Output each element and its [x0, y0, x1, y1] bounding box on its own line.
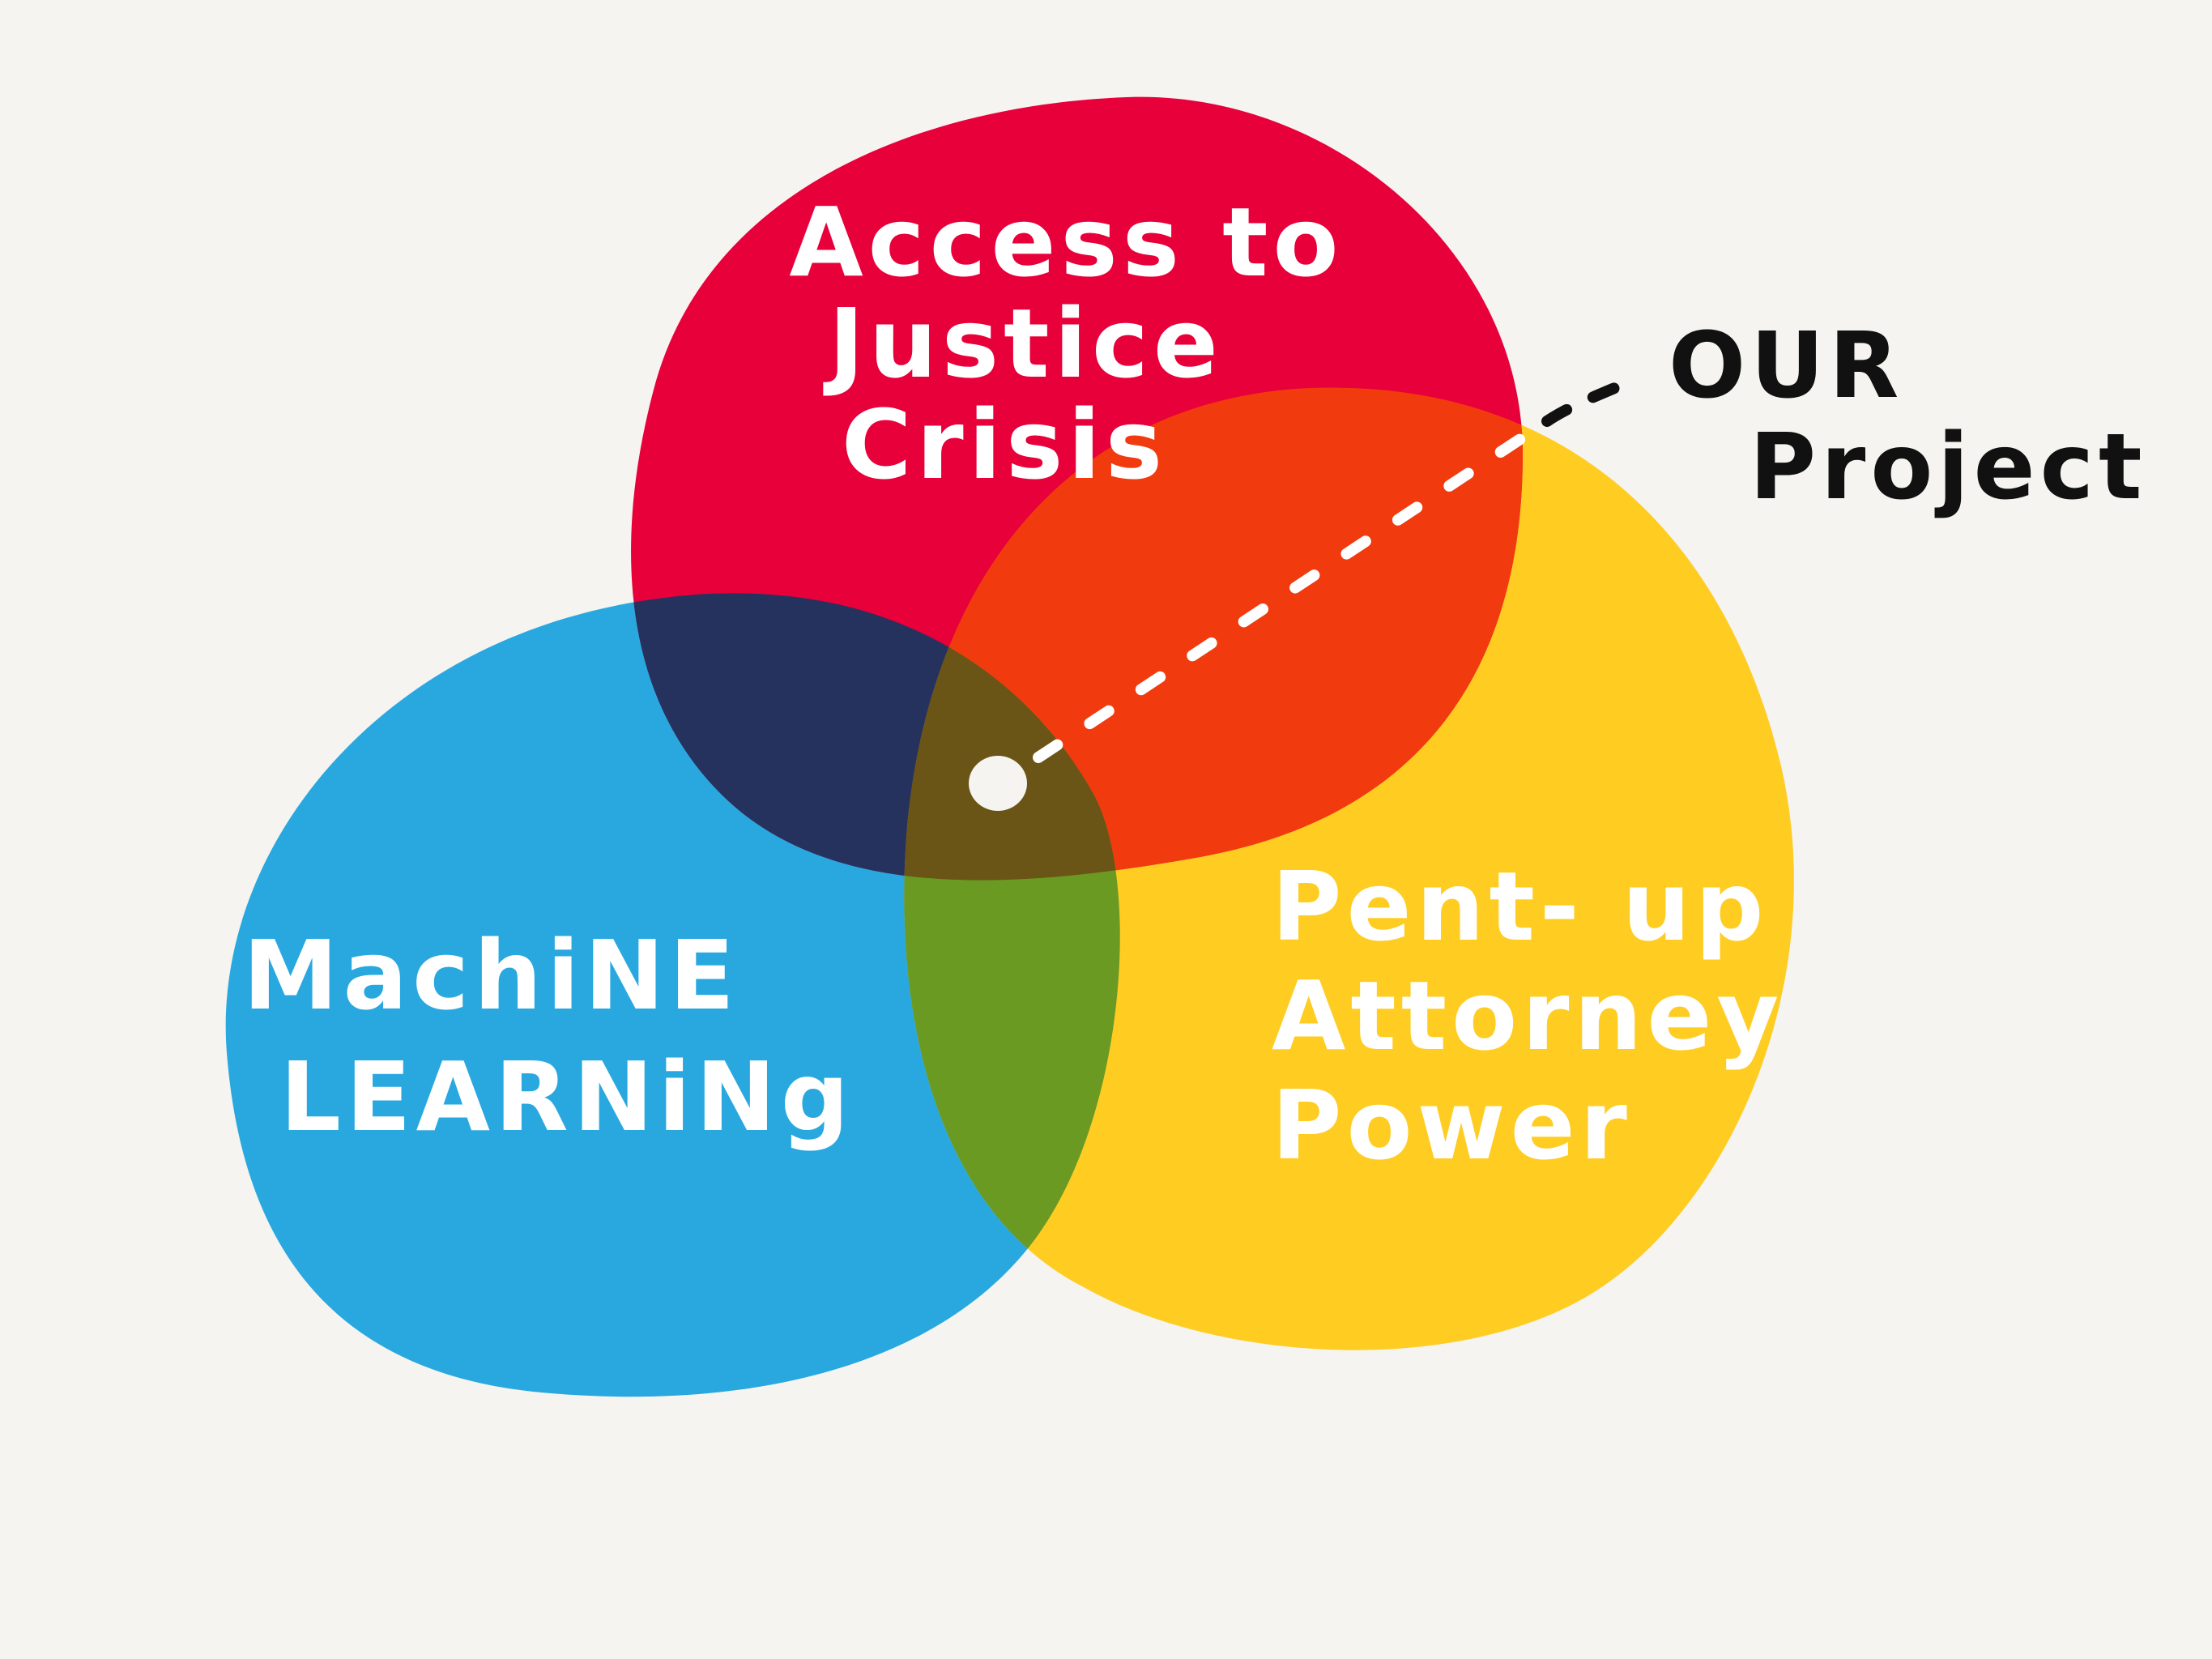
intersection-marker [969, 756, 1027, 811]
label-access-to-justice: Access to Justice Crisis [789, 186, 1381, 501]
label-attorney-power: Pent- up Attorney Power [1272, 851, 1822, 1181]
label-machine-learning: MachiNE LEARNiNg [243, 919, 854, 1153]
callout-label: OUR Project [1669, 313, 2147, 520]
callout-leader-line-outside [1541, 377, 1634, 427]
